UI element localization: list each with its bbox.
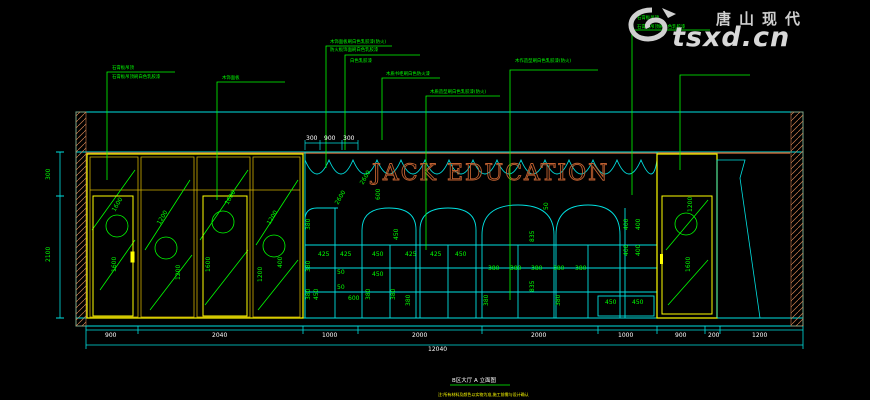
inner-dimensions: 1600 1200 1600 1200 1600 1200 1600 1200 400 425 42… — [111, 169, 694, 306]
left-wall-hatch — [75, 111, 87, 327]
inner-dim-label: 380 — [305, 288, 312, 300]
inner-dim-label: 380 — [531, 265, 543, 272]
bottom-dim-5: 2000 — [531, 332, 546, 339]
inner-dim-label: 1600 — [111, 257, 118, 272]
bookshelf-area — [304, 151, 658, 319]
inner-dim-label: 380 — [555, 294, 562, 306]
inner-dim-label: 380 — [305, 260, 312, 272]
top-dim-3: 300 — [343, 135, 355, 142]
inner-dim-label: 450 — [313, 288, 320, 300]
bottom-dim-2: 2040 — [212, 332, 227, 339]
inner-dim-label: 600 — [375, 188, 382, 200]
inner-dim-label: 380 — [365, 288, 372, 300]
top-dimensions — [304, 140, 359, 150]
inner-dim-label: 400 — [635, 218, 642, 230]
bottom-dim-7: 900 — [675, 332, 687, 339]
inner-dim-label: 600 — [348, 295, 360, 302]
watermark: 唐山现代 tsxd.cn — [622, 4, 868, 53]
inner-dim-label: 380 — [390, 288, 397, 300]
callout-7: 木质书柜刷白色防火漆 — [386, 70, 431, 77]
inner-dim-label: 50 — [543, 202, 550, 210]
watermark-brand-cn: 唐山现代 — [716, 10, 809, 28]
callout-10: 石膏板吊顶 — [637, 14, 660, 21]
inner-dim-label: 1600 — [224, 189, 238, 206]
inner-dim-label: 380 — [483, 294, 490, 306]
inner-dim-label: 450 — [372, 251, 384, 258]
bottom-dim-3: 1000 — [322, 332, 337, 339]
callout-9: 木作造型刷白色乳胶漆(防火) — [515, 57, 571, 64]
drawing-title: B区大厅 A 立面图 — [452, 376, 497, 384]
inner-dim-label: 2600 — [334, 189, 348, 206]
callout-4: 木饰面板刷白色乳胶漆(防火) — [330, 38, 386, 45]
total-dim: 12040 — [428, 346, 447, 353]
inner-dim-label: 380 — [553, 265, 565, 272]
top-dim-1: 300 — [306, 135, 318, 142]
top-dim-2: 900 — [324, 135, 336, 142]
inner-dim-label: 380 — [575, 265, 587, 272]
inner-dim-label: 450 — [393, 228, 400, 240]
inner-dim-label: 380 — [488, 265, 500, 272]
inner-dim-label: 1200 — [257, 267, 264, 282]
inner-dim-label: 400 — [623, 244, 630, 256]
inner-dim-label: 2600 — [359, 169, 373, 186]
inner-dim-label: 835 — [529, 280, 536, 292]
inner-dim-label: 450 — [605, 299, 617, 306]
side-dimensions: 300 2100 — [45, 151, 64, 319]
inner-dim-label: 380 — [510, 265, 522, 272]
left-glass-wall — [86, 153, 304, 319]
bottom-dimension-chain — [85, 326, 804, 349]
callout-1: 石膏板吊顶 — [112, 64, 135, 71]
inner-dim-label: 450 — [372, 271, 384, 278]
inner-dim-label: 425 — [318, 251, 330, 258]
leader-lines — [106, 29, 750, 300]
bottom-dim-9: 1200 — [752, 332, 767, 339]
drawing-subtitle: 注:所有材料及颜色以实物为准,施工前需与设计确认 — [438, 391, 529, 397]
inner-dim-label: 1600 — [111, 196, 125, 213]
inner-dim-label: 400 — [635, 244, 642, 256]
inner-dim-label: 1200 — [266, 209, 280, 226]
watermark-logo-icon — [628, 7, 676, 42]
callout-texts: 石膏板吊顶 石膏板吊顶刷白色乳胶漆 木饰面板 木饰面板刷白色乳胶漆(防火) 防火… — [112, 14, 686, 95]
side-dim-2: 2100 — [45, 247, 52, 262]
room-outline — [75, 111, 804, 327]
inner-dim-label: 450 — [632, 299, 644, 306]
bottom-dim-8: 200 — [708, 332, 720, 339]
inner-dim-label: 1200 — [175, 265, 182, 280]
inner-dim-label: 425 — [340, 251, 352, 258]
side-dim-1: 300 — [45, 168, 52, 180]
callout-5: 防火板饰面刷白色乳胶漆 — [330, 46, 379, 53]
inner-dim-label: 1200 — [687, 197, 694, 212]
inner-dim-label: 835 — [529, 230, 536, 242]
inner-dim-label: 450 — [455, 251, 467, 258]
watermark-brand-en: tsxd.cn — [672, 22, 791, 53]
drawing-footer: B区大厅 A 立面图 注:所有材料及颜色以实物为准,施工前需与设计确认 — [438, 376, 529, 397]
bottom-dim-4: 2000 — [412, 332, 427, 339]
inner-dim-label: 50 — [337, 269, 345, 276]
inner-dim-label: 1600 — [205, 257, 212, 272]
inner-dim-label: 1600 — [685, 257, 692, 272]
callout-2: 石膏板吊顶刷白色乳胶漆 — [112, 73, 161, 80]
callout-3: 木饰面板 — [222, 74, 240, 81]
right-glass-door — [656, 153, 761, 319]
callout-8: 木质造型刷白色乳胶漆(防火) — [430, 88, 486, 95]
inner-dim-label: 425 — [405, 251, 417, 258]
bottom-dim-labels: 900 2040 1000 2000 2000 1000 900 200 120… — [105, 332, 767, 353]
callout-6: 白色乳胶漆 — [350, 57, 373, 64]
inner-dim-label: 380 — [405, 294, 412, 306]
bottom-dim-6: 1000 — [618, 332, 633, 339]
inner-dim-label: 400 — [623, 218, 630, 230]
right-wall-hatch — [790, 111, 804, 327]
inner-dim-label: 50 — [337, 284, 345, 291]
callout-11: 石膏板吊顶刷白色乳胶漆 — [637, 23, 686, 30]
sign-text: JACK EDUCATION — [370, 161, 609, 186]
bottom-dim-1: 900 — [105, 332, 117, 339]
inner-dim-label: 1200 — [156, 209, 170, 226]
inner-dim-label: 380 — [305, 218, 312, 230]
inner-dim-label: 425 — [430, 251, 442, 258]
inner-dim-label: 400 — [277, 256, 284, 268]
